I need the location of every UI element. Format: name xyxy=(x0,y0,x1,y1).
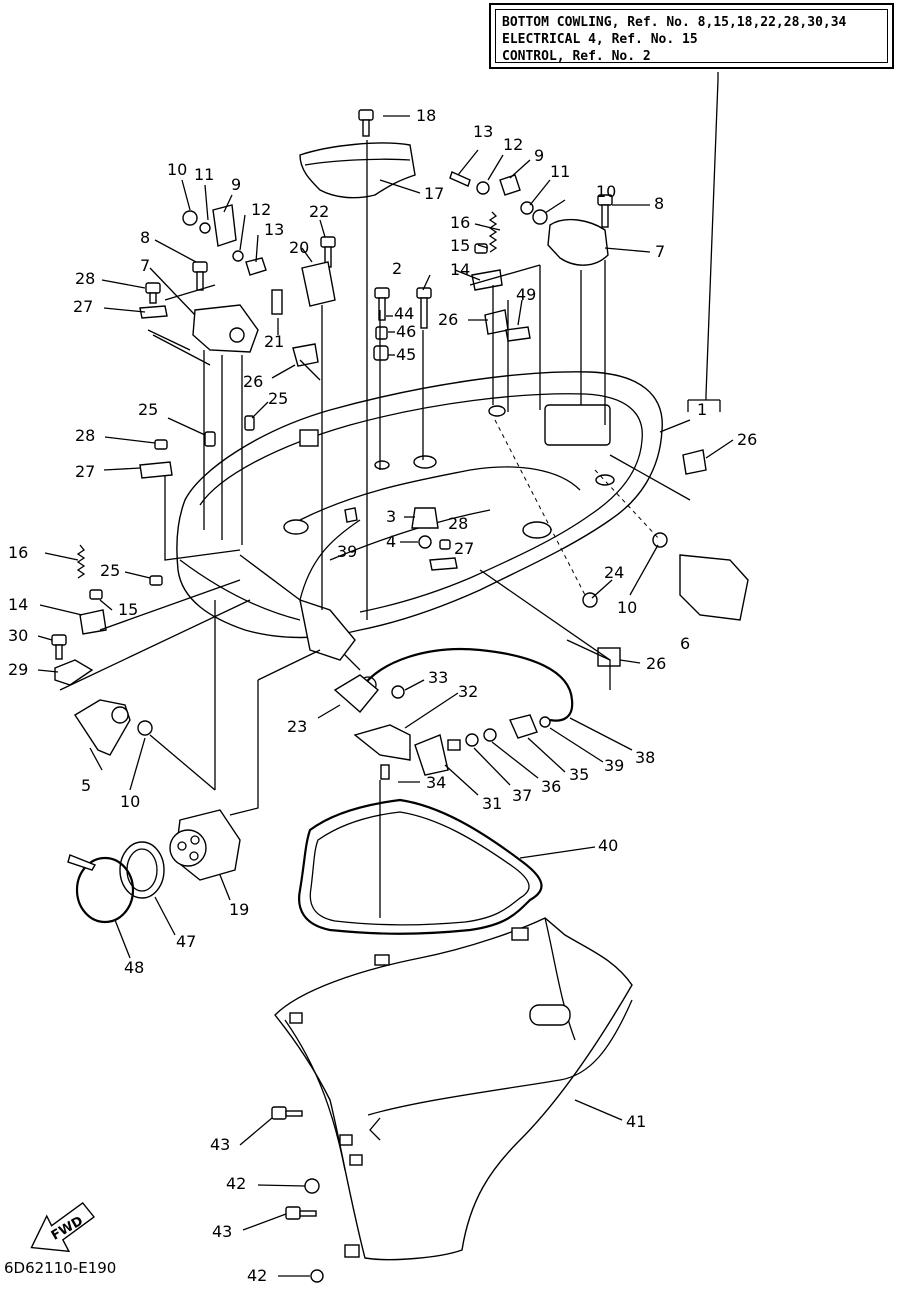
bottom-cowling-tray xyxy=(176,371,663,694)
callout-label: 32 xyxy=(458,682,479,701)
callout-label: 25 xyxy=(138,400,159,419)
callout-label: 20 xyxy=(289,238,310,257)
reference-line-1: BOTTOM COWLING, Ref. No. 8,15,18,22,28,3… xyxy=(502,15,847,30)
bracket-ref-1 xyxy=(687,399,721,412)
callout-label: 33 xyxy=(428,668,449,687)
callout-label: 8 xyxy=(654,194,665,213)
callout-label: 18 xyxy=(416,106,437,125)
callout-label: 44 xyxy=(394,304,415,323)
callout-label: 37 xyxy=(512,786,533,805)
reference-line-2: ELECTRICAL 4, Ref. No. 15 xyxy=(502,32,698,47)
callout-label: 38 xyxy=(635,748,656,767)
callout-label: 13 xyxy=(264,220,285,239)
callout-label: 39 xyxy=(337,542,358,561)
callout-label: 4 xyxy=(386,532,397,551)
callout-label: 15 xyxy=(118,600,139,619)
callout-label: 34 xyxy=(426,773,447,792)
assembly-lines xyxy=(59,140,691,918)
callout-label: 43 xyxy=(210,1135,231,1154)
callout-label: 7 xyxy=(655,242,666,261)
fwd-arrow: FWD xyxy=(30,1201,95,1253)
callout-label: 11 xyxy=(194,165,215,184)
reference-box: BOTTOM COWLING, Ref. No. 8,15,18,22,28,3… xyxy=(489,3,894,69)
callout-label: 19 xyxy=(229,900,250,919)
callout-label: 35 xyxy=(569,765,590,784)
callout-label: 48 xyxy=(124,958,145,977)
callout-label: 10 xyxy=(596,182,617,201)
callout-label: 2 xyxy=(392,259,403,278)
callout-label: 22 xyxy=(309,202,330,221)
callout-label: 1 xyxy=(697,400,708,419)
callout-label: 7 xyxy=(140,256,151,275)
callout-label: 12 xyxy=(503,135,524,154)
callout-label: 26 xyxy=(243,372,264,391)
callout-label: 6 xyxy=(680,634,691,653)
callout-label: 8 xyxy=(140,228,151,247)
callout-label: 36 xyxy=(541,777,562,796)
callout-leaders xyxy=(37,115,734,1277)
gasket-40 xyxy=(298,798,543,935)
callout-label: 49 xyxy=(516,285,537,304)
callout-label: 10 xyxy=(167,160,188,179)
callout-label: 16 xyxy=(450,213,471,232)
callout-label: 42 xyxy=(247,1266,268,1285)
callout-label: 28 xyxy=(75,426,96,445)
callout-label: 26 xyxy=(646,654,667,673)
callout-label: 30 xyxy=(8,626,29,645)
callout-label: 10 xyxy=(617,598,638,617)
callout-label: 24 xyxy=(604,563,625,582)
callout-label: 47 xyxy=(176,932,197,951)
callout-label: 46 xyxy=(396,322,417,341)
callout-label: 26 xyxy=(438,310,459,329)
callout-label: 13 xyxy=(473,122,494,141)
hose-38 xyxy=(359,648,574,722)
callout-label: 21 xyxy=(264,332,285,351)
lower-cowling-41 xyxy=(274,917,633,1261)
callout-label: 27 xyxy=(75,462,96,481)
callout-label: 27 xyxy=(73,297,94,316)
callout-label: 14 xyxy=(450,260,471,279)
callout-label: 29 xyxy=(8,660,29,679)
callout-label: 16 xyxy=(8,543,29,562)
callout-label: 25 xyxy=(268,389,289,408)
callout-label: 31 xyxy=(482,794,503,813)
callout-label: 9 xyxy=(534,146,545,165)
reference-line-3: CONTROL, Ref. No. 2 xyxy=(502,49,651,64)
diagram-code: 6D62110-E190 xyxy=(4,1259,117,1277)
callout-label: 39 xyxy=(604,756,625,775)
callout-label: 15 xyxy=(450,236,471,255)
callout-label: 23 xyxy=(287,717,308,736)
callout-label: 45 xyxy=(396,345,417,364)
callout-label: 3 xyxy=(386,507,397,526)
small-parts xyxy=(51,109,749,1283)
callout-label: 17 xyxy=(424,184,445,203)
callout-label: 10 xyxy=(120,792,141,811)
callout-label: 26 xyxy=(737,430,758,449)
callout-label: 12 xyxy=(251,200,272,219)
callout-label: 28 xyxy=(448,514,469,533)
leader-line-ref-1 xyxy=(705,72,719,400)
callout-label: 25 xyxy=(100,561,121,580)
callout-label: 14 xyxy=(8,595,29,614)
callout-label: 9 xyxy=(231,175,242,194)
callout-label: 41 xyxy=(626,1112,647,1131)
callout-label: 40 xyxy=(598,836,619,855)
callout-label: 5 xyxy=(81,776,92,795)
cover-17 xyxy=(299,142,416,199)
callout-label: 28 xyxy=(75,269,96,288)
callout-label: 42 xyxy=(226,1174,247,1193)
callout-label: 27 xyxy=(454,539,475,558)
callout-label: 43 xyxy=(212,1222,233,1241)
callout-label: 11 xyxy=(550,162,571,181)
